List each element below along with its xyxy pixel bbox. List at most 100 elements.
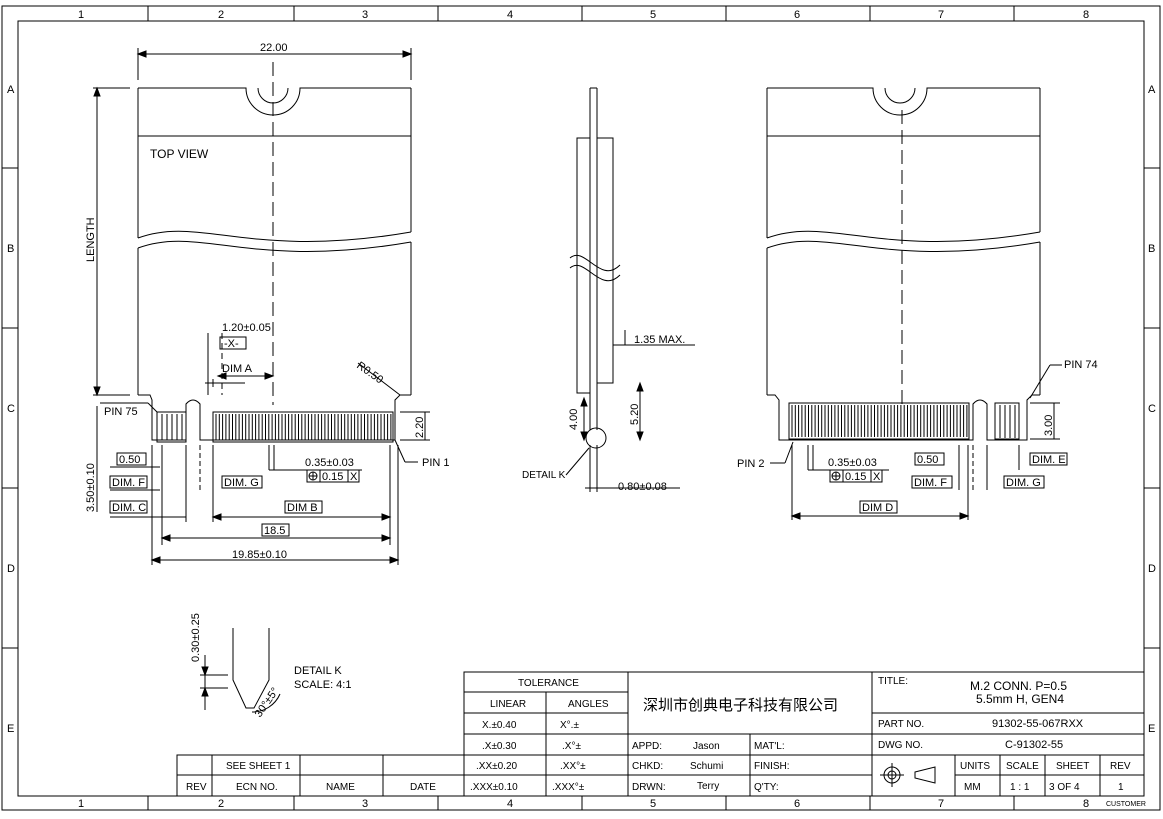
top-view-label: TOP VIEW [150, 147, 209, 161]
row-label-left: B [7, 243, 14, 255]
max-thickness: 1.35 MAX. [634, 334, 685, 346]
row-label-left: E [7, 723, 14, 735]
pin-75-label: PIN 75 [104, 406, 138, 418]
row-label-right: E [1148, 723, 1155, 735]
see-sheet-note: SEE SHEET 1 [226, 761, 291, 772]
dim-5-20: 5.20 [629, 404, 641, 425]
rev-value: 1 [1118, 782, 1124, 793]
pin-1-label: PIN 1 [422, 457, 450, 469]
drwn-label: DRWN: [632, 782, 666, 793]
tol-angle: X°.± [560, 720, 579, 731]
thickness-dimension: 0.80±0.08 [618, 481, 667, 493]
col-label-top: 3 [362, 9, 368, 21]
chkd-label: CHKD: [632, 761, 663, 772]
dim-0-50-bottom: 0.50 [917, 454, 938, 466]
side-view [565, 87, 695, 492]
part-number: 91302-55-067RXX [992, 718, 1084, 730]
side-view-labels: 1.35 MAX. 4.00 5.20 DETAIL K 0.80±0.08 [522, 334, 685, 493]
dwg-label: DWG NO. [878, 740, 923, 751]
col-label-top: 1 [78, 9, 84, 21]
dim-4-00: 4.00 [568, 409, 580, 430]
col-label-bottom: 2 [218, 798, 224, 810]
tol-angle: .X°± [562, 741, 581, 752]
tol-linear: .X±0.30 [482, 741, 517, 752]
row-ticks [2, 167, 1160, 649]
sheet-value: 3 OF 4 [1049, 782, 1080, 793]
length-label: LENGTH [85, 217, 97, 262]
qty-label: Q'TY: [754, 782, 779, 793]
rev-label: REV [1110, 761, 1131, 772]
dim-d-box: DIM D [862, 502, 893, 514]
frame-labels: 1 2 3 4 5 6 7 8 1 2 3 4 5 6 7 8 A B C D … [7, 9, 1156, 810]
title-block-labels: TITLE: M.2 CONN. P=0.5 5.5mm H, GEN4 PAR… [878, 676, 1146, 808]
appd-label: APPD: [632, 741, 662, 752]
rev-header: REV [186, 782, 207, 793]
dim-3-00: 3.00 [1043, 415, 1055, 436]
title-line-2: 5.5mm H, GEN4 [976, 692, 1064, 706]
dwg-number: C-91302-55 [1005, 739, 1063, 751]
date-header: DATE [410, 782, 436, 793]
pin-74-label: PIN 74 [1064, 359, 1098, 371]
col-label-bottom: 1 [78, 798, 84, 810]
appd-value: Jason [693, 741, 720, 752]
company-name: 深圳市创典电子科技有限公司 [643, 697, 838, 714]
datum-x: -X- [224, 338, 239, 350]
position-tolerance: 0.15 [322, 471, 343, 483]
dim-c-box: DIM. C [112, 502, 146, 514]
bottom-view-labels: PIN 74 PIN 2 3.00 0.35±0.03 0.15 X 0.50 … [737, 359, 1098, 514]
revision-labels: SEE SHEET 1 REV ECN NO. NAME DATE [186, 761, 436, 793]
row-label-left: D [7, 563, 15, 575]
title-block [871, 671, 1145, 797]
bottom-view [766, 87, 1068, 520]
col-label-top: 2 [218, 9, 224, 21]
tolerance-labels: TOLERANCE LINEAR ANGLES X.±0.40 X°.± .X±… [470, 678, 609, 793]
col-label-bottom: 6 [794, 798, 800, 810]
dim-0-50: 0.50 [119, 454, 140, 466]
approval-labels: 深圳市创典电子科技有限公司 APPD: Jason CHKD: Schumi D… [632, 697, 838, 793]
row-label-right: D [1148, 563, 1156, 575]
overall-dimension: 19.85±0.10 [232, 549, 287, 561]
radius-dimension: R0.50 [354, 360, 385, 387]
row-label-left: A [7, 84, 15, 96]
detail-k-labels: 0.30±0.25 30°±5° DETAIL K SCALE: 4:1 [190, 613, 351, 720]
column-ticks [147, 6, 1015, 810]
dim-g-box-bottom: DIM. G [1006, 477, 1041, 489]
customer-label: CUSTOMER [1106, 801, 1146, 808]
col-label-top: 5 [650, 9, 656, 21]
row-label-right: C [1148, 403, 1156, 415]
col-label-top: 4 [507, 9, 513, 21]
row-label-left: C [7, 403, 15, 415]
col-label-top: 6 [794, 9, 800, 21]
dim-g-box: DIM. G [224, 477, 259, 489]
linear-header: LINEAR [490, 699, 526, 710]
tol-linear: .XX±0.20 [476, 761, 518, 772]
chkd-value: Schumi [690, 761, 723, 772]
dim-f-box-bottom: DIM. F [914, 477, 947, 489]
angles-header: ANGLES [568, 699, 609, 710]
detail-k-title: DETAIL K [294, 665, 342, 677]
drwn-value: Terry [697, 781, 719, 792]
units-value: MM [964, 782, 981, 793]
top-view [93, 48, 430, 565]
approval-block [627, 671, 873, 797]
width-dimension: 22.00 [260, 42, 288, 54]
col-label-top: 7 [938, 9, 944, 21]
row-label-right: B [1148, 243, 1155, 255]
tol-linear: X.±0.40 [482, 720, 517, 731]
pitch-dimension-bottom: 0.35±0.03 [828, 457, 877, 469]
name-header: NAME [326, 782, 355, 793]
dim-0-30: 0.30±0.25 [190, 613, 202, 662]
detail-k-callout: DETAIL K [522, 470, 566, 481]
scale-label: SCALE [1006, 761, 1039, 772]
dim-f-box: DIM. F [112, 477, 145, 489]
outer-frame [1, 5, 1161, 811]
position-datum: X [350, 471, 358, 483]
col-label-bottom: 3 [362, 798, 368, 810]
dim-2-20: 2.20 [414, 417, 426, 438]
row-label-right: A [1148, 84, 1156, 96]
sheet-label: SHEET [1056, 761, 1089, 772]
tol-angle: .XX°± [560, 761, 586, 772]
units-label: UNITS [960, 761, 990, 772]
key-width-dimension: 1.20±0.05 [222, 322, 271, 334]
